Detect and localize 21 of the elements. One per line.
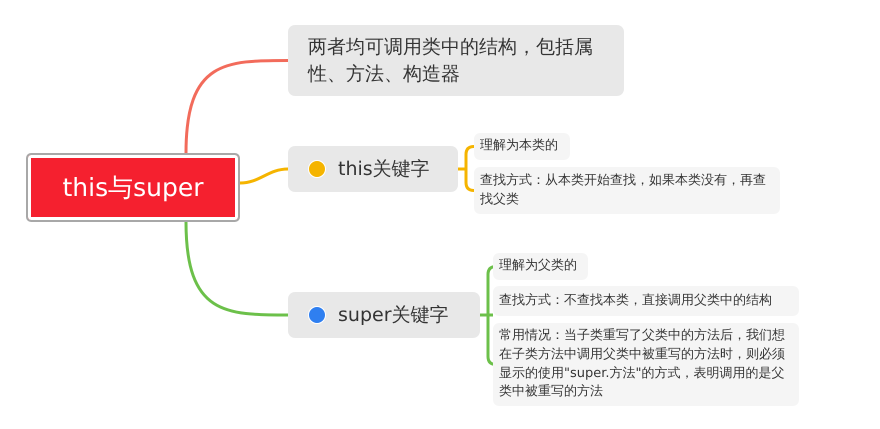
topic-box (288, 25, 624, 96)
subtopic-box (474, 133, 570, 160)
topic-text: 查找方式：从本类开始查找，如果本类没有，再查找父类 (480, 172, 767, 208)
subtopic-box (474, 167, 780, 214)
topic-text: 两者均可调用类中的结构，包括属性、方法、构造器 (308, 34, 594, 86)
topic-text: 常用情况：当子类重写了父类中的方法后，我们想在子类方法中调用父类中被重写的方法时，则必须显示的使用"super.方法"的方式，表明调用的是父类中被重写的方法 (499, 326, 786, 402)
topic-text: this关键字 (338, 156, 430, 182)
branch-line (184, 59, 288, 154)
subtopic-box (493, 323, 799, 406)
topic-text: 理解为父类的 (499, 257, 577, 276)
branch-line (240, 168, 288, 184)
topic-box (288, 292, 480, 338)
subtopic-box (493, 253, 588, 280)
topic-text: super关键字 (338, 302, 449, 328)
topic-text: 理解为本类的 (480, 137, 558, 156)
topic-text: 查找方式：不查找本类，直接调用父类中的结构 (499, 292, 772, 310)
root-topic-box (26, 153, 240, 222)
topic-box (288, 146, 458, 192)
subtopic-box (493, 286, 799, 316)
branch-line (184, 222, 288, 316)
topic-title: this与super (62, 172, 204, 204)
